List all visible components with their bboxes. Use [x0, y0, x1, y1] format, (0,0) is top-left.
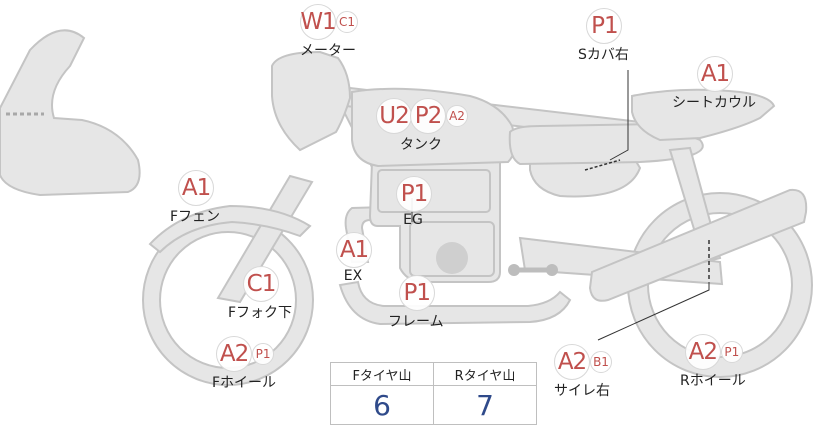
seat-cowl-label: A1 シートカウル: [672, 56, 756, 112]
sub-grade-badge: C1: [336, 11, 358, 33]
part-name: EG: [403, 212, 423, 228]
front-tire-header: Fタイヤ山: [330, 362, 434, 386]
part-name: タンク: [400, 137, 442, 153]
front-tire-value: 6: [330, 385, 434, 425]
frame-lower-shape: [338, 280, 572, 326]
sub-grade-badge: P1: [252, 343, 275, 365]
part-name: Sカバ右: [578, 47, 629, 63]
engine-label: P1 EG: [396, 176, 432, 228]
part-name: メーター: [300, 43, 356, 59]
headlight-shape: [271, 50, 352, 152]
front-fender-label: A1 Fフェン: [170, 170, 220, 226]
muffler-shape: [588, 188, 808, 302]
grade-badge: A1: [336, 232, 372, 268]
front-fender-shape: [148, 204, 312, 254]
grade-badge: C1: [243, 266, 280, 302]
part-name: シートカウル: [672, 95, 756, 111]
grade-badge: A2: [554, 344, 590, 380]
grade-badge: P2: [410, 98, 446, 134]
sub-grade-badge: A2: [446, 105, 468, 127]
front-fork-shape: [216, 174, 314, 304]
s-cover-leader: [609, 70, 629, 161]
part-name: サイレ右: [554, 383, 610, 399]
part-name: Fフォク下: [228, 305, 293, 321]
muffler-label: A2 B1 サイレ右: [554, 344, 612, 400]
grade-badge: P1: [396, 176, 432, 212]
part-name: フレーム: [388, 314, 444, 330]
rear-tire-header: Rタイヤ山: [433, 362, 537, 386]
grade-badge: A1: [697, 56, 733, 92]
grade-badge: A2: [216, 336, 253, 372]
part-name: EX: [343, 268, 363, 284]
exhaust-label: A1 EX: [336, 232, 372, 284]
sub-grade-badge: P1: [720, 341, 743, 363]
tank-label: U2 P2 A2 タンク: [376, 98, 468, 154]
front-fork-label: C1 Fフォク下: [228, 266, 292, 322]
engine-cover-circle: [436, 242, 468, 274]
grade-badge: A2: [684, 334, 721, 370]
part-name: Rホイール: [680, 373, 746, 389]
grade-badge: W1: [300, 4, 337, 40]
grade-badge: P1: [586, 8, 623, 44]
front-wheel-label: A2 P1 Fホイール: [212, 336, 276, 392]
rear-tire-value: 7: [433, 385, 537, 425]
frame-label: P1 フレーム: [388, 275, 444, 331]
part-name: Fフェン: [170, 209, 221, 225]
meter-label: W1 C1 メーター: [300, 4, 358, 60]
grade-badge: P1: [398, 275, 435, 311]
rear-wheel-label: A2 P1 Rホイール: [680, 334, 746, 390]
grade-badge: U2: [376, 98, 412, 134]
grade-badge: A1: [178, 170, 215, 206]
tire-tread-table: Fタイヤ山 Rタイヤ山 6 7: [330, 362, 537, 425]
front-cowl-shape: [0, 29, 141, 197]
part-name: Fホイール: [212, 375, 277, 391]
sub-grade-badge: B1: [590, 351, 612, 373]
s-cover-label: P1 Sカバ右: [578, 8, 629, 64]
muffler-leader: [597, 282, 710, 341]
seat-cowl-shape: [631, 88, 776, 142]
